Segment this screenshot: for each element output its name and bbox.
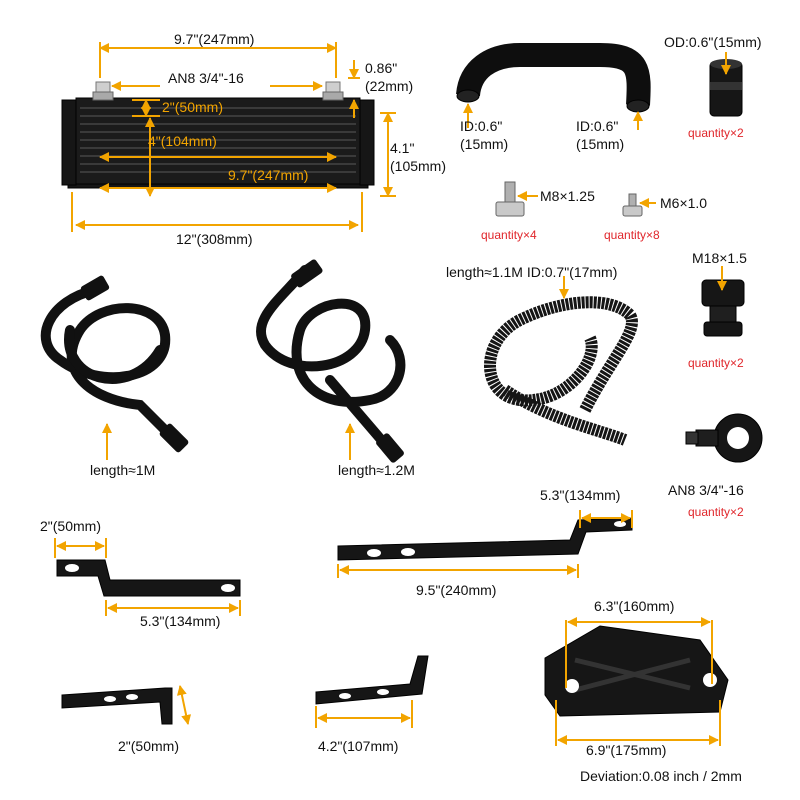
bolt-m8-quantity-label: quantity×4 [481,228,537,242]
banjo-bolt [701,279,745,337]
plate-top-width-label: 6.3"(160mm) [594,598,675,614]
elbow-right-id-mm-label: (15mm) [576,136,625,152]
bracket-a-width-label: 2"(50mm) [40,518,101,534]
bracket-c [61,687,173,725]
mounting-plate [544,625,729,717]
bolt-m8-thread-label: M8×1.25 [540,188,595,204]
cooler-total-length-label: 12"(308mm) [176,231,253,247]
cooler-fitting-height-label: 0.86" [365,60,398,76]
cooler-total-height-label: 4.1" [390,140,415,156]
cooler-total-height-mm-label: (105mm) [390,158,447,174]
banjo-bolt-quantity-label: quantity×2 [688,356,744,370]
braided-hose-1m [40,275,189,453]
plate-bottom-width-label: 6.9"(175mm) [586,742,667,758]
elbow-left-id-mm-label: (15mm) [460,136,509,152]
bolt-m6-quantity-label: quantity×8 [604,228,660,242]
bracket-b [337,517,633,561]
cooler-core-width-label: 9.7"(247mm) [228,167,309,183]
banjo-fitting-quantity-label: quantity×2 [688,505,744,519]
coupler-quantity-label: quantity×2 [688,126,744,140]
corrugated-hose-length-label: length≈1.1M ID:0.7"(17mm) [446,264,618,280]
coupler-od-label: OD:0.6"(15mm) [664,34,762,50]
bracket-d [315,655,429,705]
oil-cooler [61,81,375,189]
bolt-m6-thread-label: M6×1.0 [660,195,708,211]
banjo-bolt-thread-label: M18×1.5 [692,250,747,266]
bracket-c-width-label: 2"(50mm) [118,738,179,754]
cooler-fitting-thread-label: AN8 3/4"-16 [168,70,244,86]
hose-1-2m-length-label: length≈1.2M [338,462,415,478]
elbow-left-id-label: ID:0.6" [460,118,503,134]
bolt-m8 [495,181,525,217]
cooler-core-height-label: 4"(104mm) [148,133,217,149]
elbow-hose [456,43,651,106]
cooler-fitting-height-mm-label: (22mm) [365,78,414,94]
bolt-m6 [622,193,643,217]
cooler-overall-width-label: 9.7"(247mm) [174,31,255,47]
bracket-a [56,559,241,597]
cooler-inner-gap-label: 2"(50mm) [162,99,223,115]
bracket-b-length-label: 9.5"(240mm) [416,582,497,598]
banjo-fitting [685,413,763,463]
cooler-dimensions [71,42,396,232]
elbow-right-id-label: ID:0.6" [576,118,619,134]
corrugated-hose [484,296,638,446]
bracket-b-top-label: 5.3"(134mm) [540,487,621,503]
deviation-note: Deviation:0.08 inch / 2mm [580,768,742,784]
bracket-d-width-label: 4.2"(107mm) [318,738,399,754]
bracket-a-length-label: 5.3"(134mm) [140,613,221,629]
braided-hose-1-2m [256,259,406,463]
hose-1m-length-label: length≈1M [90,462,156,478]
banjo-fitting-thread-label: AN8 3/4"-16 [668,482,744,498]
